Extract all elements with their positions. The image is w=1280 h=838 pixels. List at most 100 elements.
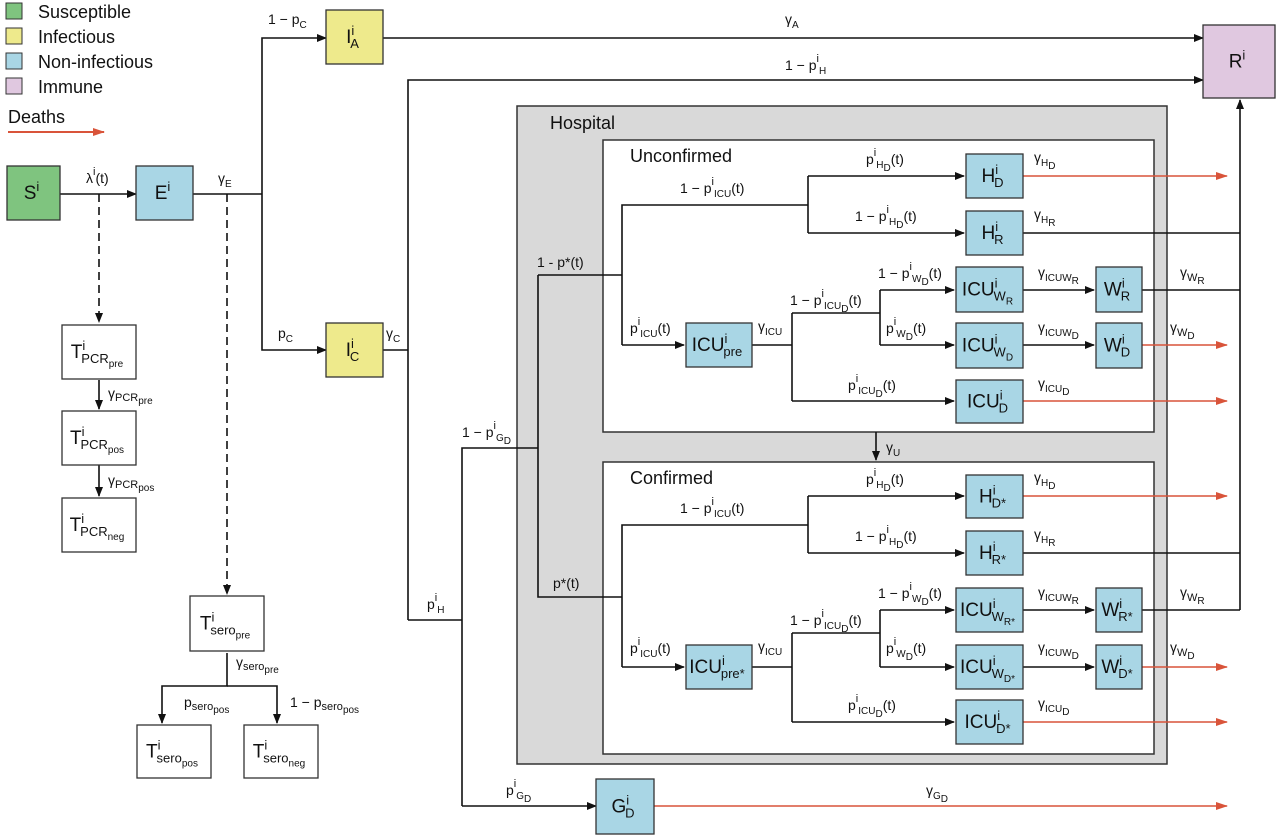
conf-label-phd: piHD(t) [866, 467, 904, 494]
label-gamma-gd: γGD [926, 782, 948, 805]
label-1-minus-ph: 1 − piH [785, 53, 826, 77]
conf-label-picu: piICU(t) [630, 636, 671, 660]
label-1-minus-p-sero-pos: 1 − pseropos [290, 694, 359, 716]
confirmed-label: Confirmed [630, 468, 713, 488]
unconf-label-picud: piICUD(t) [848, 373, 896, 400]
unconfirmed-label: Unconfirmed [630, 146, 732, 166]
label-gamma-e: γE [218, 170, 232, 190]
node-s: Si [6, 165, 61, 221]
conf-label-pwd: piWD(t) [886, 636, 926, 663]
label-1-minus-pstar: 1 - p*(t) [537, 254, 584, 270]
unconf-label-1-minus-phd: 1 − piHD(t) [855, 204, 917, 231]
svg-text:Si: Si [24, 179, 40, 204]
svg-text:IiA: IiA [346, 23, 359, 51]
svg-text:IiC: IiC [346, 336, 360, 364]
label-pstar: p*(t) [553, 575, 579, 591]
label-gamma-sero-pre: γseropre [236, 654, 279, 676]
conf-label-1-minus-phd: 1 − piHD(t) [855, 524, 917, 551]
svg-text:WiR: WiR [1104, 276, 1130, 304]
svg-text:GiD: GiD [611, 793, 634, 821]
unconf-label-1-minus-pwd: 1 − piWD(t) [878, 261, 942, 288]
unconf-label-gamma-wd: γWD [1170, 319, 1195, 342]
svg-text:WiR*: WiR* [1101, 596, 1132, 624]
legend-non-infectious: Non-infectious [38, 52, 153, 72]
unconf-label-gamma-icu: γICU [758, 318, 782, 338]
unconf-label-pwd: piWD(t) [886, 316, 926, 343]
legend-deaths: Deaths [8, 107, 65, 127]
death-arrows [654, 172, 1228, 810]
svg-text:HiD*: HiD* [979, 483, 1006, 511]
unconf-label-gamma-icu-wr: γICUWR [1038, 264, 1079, 287]
svg-text:HiR*: HiR* [979, 539, 1006, 567]
unconf-label-gamma-wr: γWR [1180, 264, 1205, 287]
conf-label-gamma-wd: γWD [1170, 639, 1195, 662]
label-gamma-pcr-pre: γPCRpre [108, 385, 153, 407]
legend-infectious: Infectious [38, 27, 115, 47]
unconf-label-gamma-hr: γHR [1034, 206, 1055, 229]
unconf-label-gamma-hd: γHD [1034, 149, 1055, 172]
flow-arrows [60, 34, 1244, 810]
svg-text:WiD*: WiD* [1101, 653, 1132, 681]
label-p-sero-pos: pseropos [184, 694, 229, 716]
unconf-label-picu: piICU(t) [630, 316, 671, 340]
confirmed-box [602, 461, 1155, 755]
unconfirmed-box [602, 139, 1155, 433]
node-e: Ei [135, 165, 194, 221]
conf-label-gamma-icu-wd: γICUWD [1038, 639, 1079, 662]
unconf-label-1-minus-picud: 1 − piICUD(t) [790, 288, 862, 315]
legend: Susceptible Infectious Non-infectious Im… [5, 2, 153, 136]
svg-text:Ri: Ri [1229, 48, 1246, 73]
unconf-label-phd: piHD(t) [866, 147, 904, 174]
conf-label-gamma-icu: γICU [758, 638, 782, 658]
svg-text:WiD: WiD [1104, 332, 1130, 360]
label-gamma-pcr-pos: γPCRpos [108, 472, 154, 494]
unconf-label-gamma-icud: γICUD [1038, 375, 1069, 398]
label-gamma-u: γU [886, 439, 900, 459]
label-gamma-c: γC [386, 325, 400, 345]
label-ph: piH [427, 592, 444, 616]
conf-label-1-minus-picu: 1 − piICU(t) [680, 496, 744, 520]
hospital-label: Hospital [550, 113, 615, 133]
label-1-minus-pgd: 1 − piGD [462, 420, 511, 447]
unconf-label-1-minus-picu: 1 − piICU(t) [680, 176, 744, 200]
conf-label-gamma-icud: γICUD [1038, 695, 1069, 718]
legend-immune: Immune [38, 77, 103, 97]
conf-label-picud: piICUD(t) [848, 693, 896, 720]
legend-susceptible: Susceptible [38, 2, 131, 22]
